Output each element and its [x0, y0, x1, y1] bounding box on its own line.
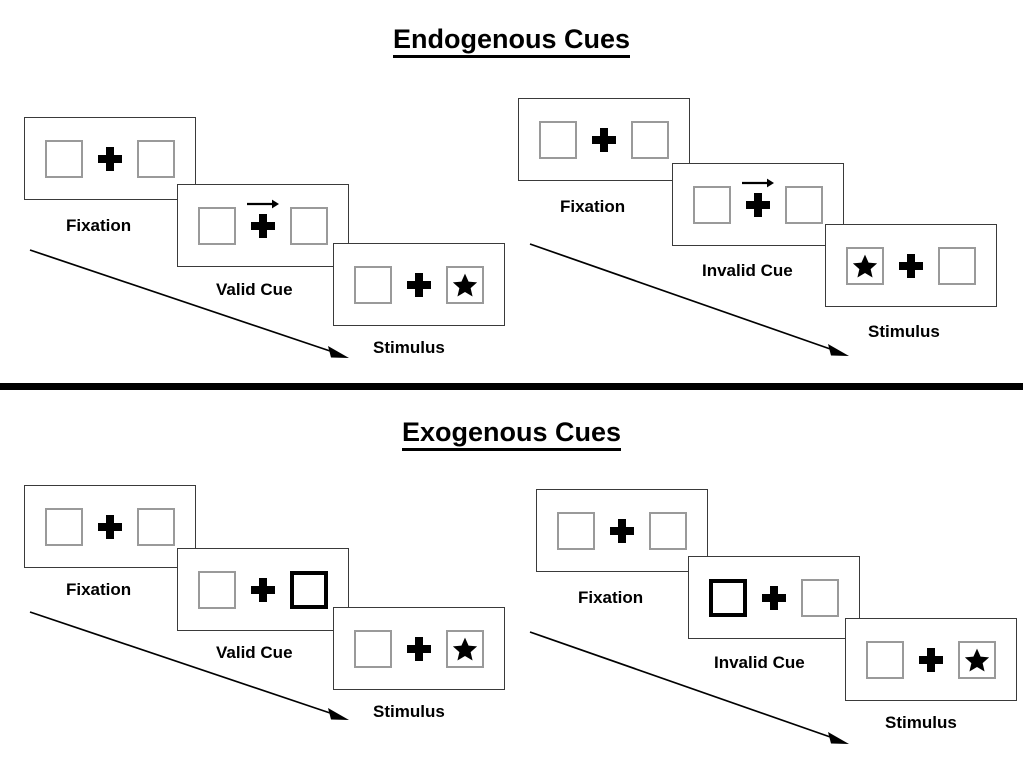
box-right — [785, 185, 823, 224]
box-left — [198, 206, 236, 245]
panel-exogenous-invalid-fixation — [536, 489, 708, 572]
right-arrow-cue-icon — [247, 199, 279, 208]
panel-endogenous-valid-cue — [177, 184, 349, 267]
panel-exogenous-valid-stimulus — [333, 607, 505, 690]
box-right — [649, 511, 687, 550]
section-title-exogenous-text: Exogenous Cues — [401, 417, 622, 451]
label-endogenous-invalid-cue: Invalid Cue — [702, 261, 793, 280]
box-left — [45, 507, 83, 546]
fixation-cross-icon — [247, 199, 279, 239]
box-left — [557, 511, 595, 550]
star-stimulus-icon — [452, 273, 478, 296]
box-left — [354, 265, 392, 304]
label-exogenous-invalid-fixation: Fixation — [578, 588, 644, 607]
fixation-cross-icon — [97, 146, 123, 172]
box-left — [354, 629, 392, 668]
fixation-cross-icon — [918, 647, 944, 673]
label-endogenous-valid-stimulus: Stimulus — [373, 338, 445, 357]
box-left — [866, 640, 904, 679]
fixation-cross-icon — [761, 585, 787, 611]
box-right — [801, 578, 839, 617]
label-exogenous-invalid-cue: Invalid Cue — [714, 653, 805, 672]
star-stimulus-icon — [852, 254, 878, 277]
star-stimulus-icon — [964, 648, 990, 671]
panel-exogenous-invalid-stimulus — [845, 618, 1017, 701]
panel-exogenous-invalid-cue — [688, 556, 860, 639]
box-right-with-target — [446, 265, 484, 304]
box-left — [198, 570, 236, 609]
panel-endogenous-invalid-cue — [672, 163, 844, 246]
box-left-cued — [709, 578, 747, 617]
fixation-cross-icon — [742, 178, 774, 218]
section-title-endogenous-text: Endogenous Cues — [392, 24, 630, 58]
panel-endogenous-invalid-stimulus — [825, 224, 997, 307]
label-exogenous-valid-cue: Valid Cue — [216, 643, 293, 662]
box-right-with-target — [446, 629, 484, 668]
fixation-cross-icon — [609, 518, 635, 544]
box-left — [45, 139, 83, 178]
panel-endogenous-valid-fixation — [24, 117, 196, 200]
box-left-with-target — [846, 246, 884, 285]
box-left — [693, 185, 731, 224]
star-stimulus-icon — [452, 637, 478, 660]
box-right — [137, 507, 175, 546]
fixation-cross-icon — [97, 514, 123, 540]
section-divider — [0, 383, 1023, 390]
label-exogenous-invalid-stimulus: Stimulus — [885, 713, 957, 732]
box-left — [539, 120, 577, 159]
fixation-cross-icon — [250, 577, 276, 603]
box-right — [631, 120, 669, 159]
fixation-cross-icon — [406, 636, 432, 662]
section-title-exogenous: Exogenous Cues — [0, 417, 1023, 451]
box-right — [137, 139, 175, 178]
box-right-cued — [290, 570, 328, 609]
box-right-with-target — [958, 640, 996, 679]
panel-exogenous-valid-cue — [177, 548, 349, 631]
panel-exogenous-valid-fixation — [24, 485, 196, 568]
label-exogenous-valid-fixation: Fixation — [66, 580, 132, 599]
fixation-cross-icon — [591, 127, 617, 153]
right-arrow-cue-icon — [742, 178, 774, 187]
label-endogenous-invalid-fixation: Fixation — [560, 197, 626, 216]
box-right — [938, 246, 976, 285]
panel-endogenous-invalid-fixation — [518, 98, 690, 181]
section-title-endogenous: Endogenous Cues — [0, 24, 1023, 58]
fixation-cross-icon — [406, 272, 432, 298]
label-endogenous-valid-fixation: Fixation — [66, 216, 132, 235]
fixation-cross-icon — [898, 253, 924, 279]
label-endogenous-valid-cue: Valid Cue — [216, 280, 293, 299]
box-right — [290, 206, 328, 245]
panel-endogenous-valid-stimulus — [333, 243, 505, 326]
label-exogenous-valid-stimulus: Stimulus — [373, 702, 445, 721]
label-endogenous-invalid-stimulus: Stimulus — [868, 322, 940, 341]
time-flow-arrow-exogenous-invalid — [529, 631, 849, 744]
time-flow-arrow-endogenous-invalid — [529, 243, 849, 356]
